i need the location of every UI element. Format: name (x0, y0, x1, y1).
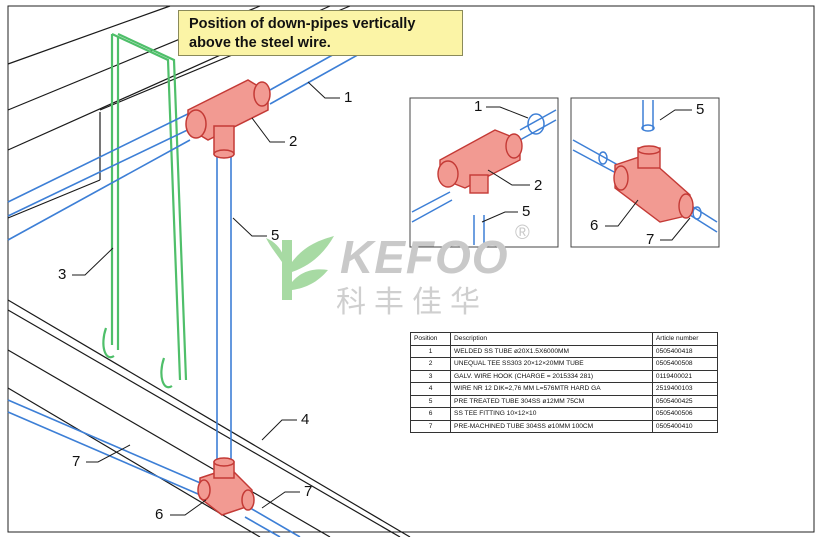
row-article-number: 0505400410 (651, 419, 719, 433)
callout-2: 2 (289, 133, 298, 150)
leader-lines (72, 81, 340, 516)
row-position: 4 (409, 382, 452, 396)
row-position: 5 (409, 394, 452, 408)
drawing-frame (7, 5, 815, 533)
down-pipe (216, 155, 232, 465)
row-description: WIRE NR 12 DIK=2,76 MM L=576MTR HARD GA (450, 382, 653, 396)
parts-table: Position Description Article number 1 WE… (409, 332, 719, 433)
callout-1: 1 (344, 89, 353, 106)
row-article-number: 0119400021 (651, 369, 719, 383)
row-position: 7 (409, 419, 452, 433)
row-article-number: 0505400418 (651, 344, 719, 358)
row-article-number: 0505400506 (651, 407, 719, 421)
detail1-callout-2: 2 (534, 177, 543, 194)
watermark-brand: KEFOO (340, 231, 509, 283)
parts-table-header: Position Description Article number (409, 332, 719, 346)
table-row: 2 UNEQUAL TEE SS303 20×12×20MM TUBE 0505… (409, 357, 719, 371)
table-row: 6 SS TEE FITTING 10×12×10 0505400506 (409, 407, 719, 421)
table-row: 7 PRE-MACHINED TUBE 304SS ø10MM 100CM 05… (409, 419, 719, 433)
detail1-callout-5: 5 (522, 203, 531, 220)
header-description: Description (450, 332, 653, 346)
header-article-number: Article number (651, 332, 719, 346)
detail2-callout-5: 5 (696, 101, 705, 118)
row-position: 6 (409, 407, 452, 421)
table-row: 1 WELDED SS TUBE ø20X1.5X6000MM 05054004… (409, 344, 719, 358)
callout-7-left: 7 (72, 453, 81, 470)
row-description: SS TEE FITTING 10×12×10 (450, 407, 653, 421)
watermark-registered: ® (515, 222, 530, 244)
upper-tee-fitting (185, 79, 271, 159)
detail2-callout-7: 7 (646, 231, 655, 248)
row-description: PRE-MACHINED TUBE 304SS ø10MM 100CM (450, 419, 653, 433)
kefoo-leaf-logo (266, 236, 334, 300)
callout-3: 3 (58, 266, 67, 283)
row-article-number: 0505400425 (651, 394, 719, 408)
watermark-chinese: 科丰佳华 (336, 285, 488, 320)
lower-pipe (7, 399, 301, 537)
instruction-note: Position of down-pipes vertically above … (178, 10, 463, 56)
row-position: 1 (409, 344, 452, 358)
row-position: 3 (409, 369, 452, 383)
callout-7-right: 7 (304, 483, 313, 500)
table-row: 5 PRE TREATED TUBE 304SS ø12MM 75CM 0505… (409, 394, 719, 408)
header-position: Position (409, 332, 452, 346)
table-row: 4 WIRE NR 12 DIK=2,76 MM L=576MTR HARD G… (409, 382, 719, 396)
row-article-number: 0505400508 (651, 357, 719, 371)
row-description: UNEQUAL TEE SS303 20×12×20MM TUBE (450, 357, 653, 371)
detail-1-drawing (409, 97, 559, 248)
row-description: PRE TREATED TUBE 304SS ø12MM 75CM (450, 394, 653, 408)
callout-6: 6 (155, 506, 164, 523)
row-article-number: 2519400103 (651, 382, 719, 396)
callout-5: 5 (271, 227, 280, 244)
row-description: GALV. WIRE HOOK (CHARGE = 2015334 281) (450, 369, 653, 383)
detail2-callout-6: 6 (590, 217, 599, 234)
detail1-callout-1: 1 (474, 98, 483, 115)
lower-tee-fitting (197, 457, 255, 516)
note-line-2: above the steel wire. (189, 35, 331, 51)
note-line-1: Position of down-pipes vertically (189, 16, 416, 32)
steel-wire (102, 33, 188, 389)
detail-2-drawing (570, 97, 720, 248)
row-position: 2 (409, 357, 452, 371)
row-description: WELDED SS TUBE ø20X1.5X6000MM (450, 344, 653, 358)
callout-4: 4 (301, 411, 310, 428)
table-row: 3 GALV. WIRE HOOK (CHARGE = 2015334 281)… (409, 369, 719, 383)
